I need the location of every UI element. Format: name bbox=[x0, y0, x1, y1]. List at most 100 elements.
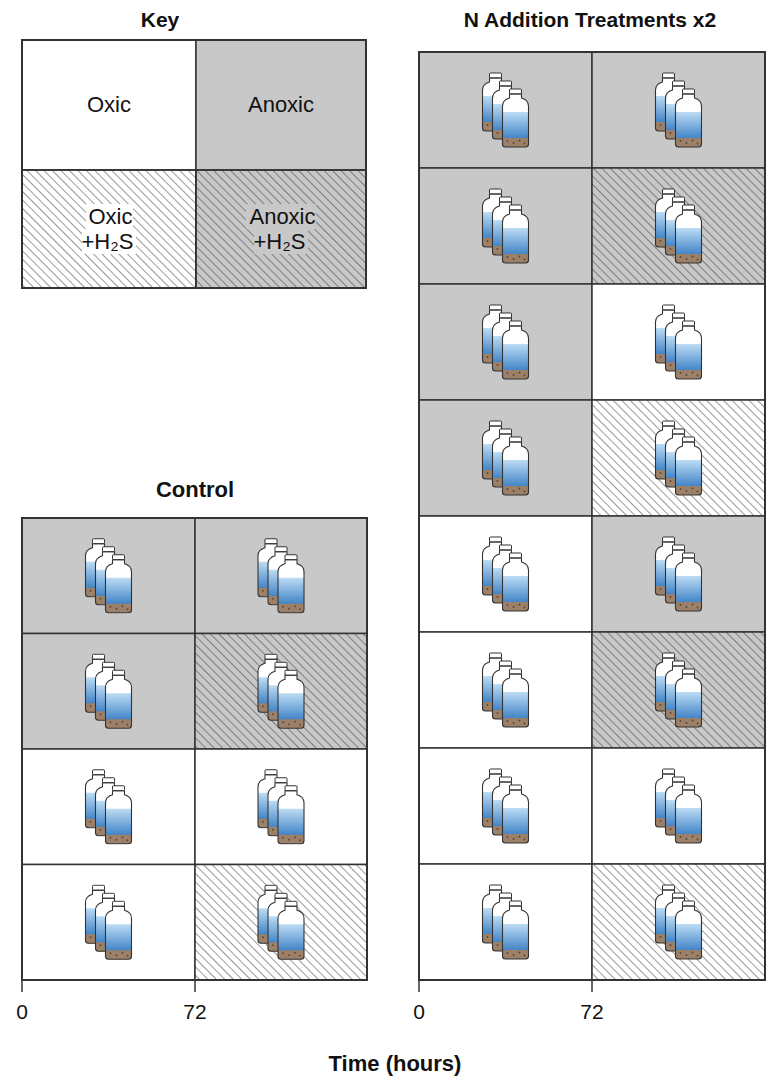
bottle-icon bbox=[503, 553, 529, 611]
bottle-icon bbox=[676, 437, 702, 495]
condition-cell bbox=[22, 634, 195, 750]
bottle-icon bbox=[503, 205, 529, 263]
cell-border bbox=[22, 634, 195, 750]
condition-cell bbox=[195, 865, 367, 981]
condition-cell bbox=[419, 52, 592, 168]
legend-label: Anoxic +H₂S bbox=[233, 204, 329, 255]
condition-cell bbox=[419, 400, 592, 516]
axis-tick bbox=[418, 980, 420, 992]
cell-border bbox=[419, 516, 592, 632]
bottle-icon bbox=[106, 555, 132, 613]
cell-border bbox=[195, 749, 367, 865]
legend-swatch bbox=[22, 170, 196, 288]
cell-border bbox=[592, 632, 765, 748]
condition-cell bbox=[419, 516, 592, 632]
condition-cell bbox=[419, 284, 592, 400]
bottle-icon bbox=[676, 89, 702, 147]
condition-cell bbox=[195, 518, 367, 634]
cell-border bbox=[419, 168, 592, 284]
condition-cell bbox=[592, 748, 765, 864]
axis-tick-label: 0 bbox=[413, 1000, 425, 1024]
cell-border bbox=[195, 865, 367, 981]
bottle-icon bbox=[676, 669, 702, 727]
axis-title: Time (hours) bbox=[329, 1051, 462, 1076]
panel-heading: Control bbox=[156, 477, 234, 502]
condition-cell bbox=[592, 52, 765, 168]
bottle-icon bbox=[106, 901, 132, 959]
hatch-fill bbox=[195, 865, 367, 981]
condition-cell bbox=[419, 864, 592, 980]
condition-cell bbox=[22, 518, 195, 634]
cell-border bbox=[592, 516, 765, 632]
cell-border bbox=[419, 632, 592, 748]
legend-swatch bbox=[196, 170, 366, 288]
bottle-icon bbox=[676, 553, 702, 611]
legend-label: Anoxic bbox=[233, 92, 329, 117]
cell-border bbox=[419, 52, 592, 168]
condition-cell bbox=[22, 865, 195, 981]
cell-border bbox=[22, 749, 195, 865]
legend-swatch bbox=[196, 40, 366, 170]
axis-tick bbox=[21, 980, 23, 992]
cell-border bbox=[592, 748, 765, 864]
hatch-fill bbox=[195, 634, 367, 750]
cell-border bbox=[195, 634, 367, 750]
legend-text: Anoxic bbox=[245, 92, 317, 117]
bottle-icon bbox=[278, 901, 304, 959]
hatch-fill bbox=[592, 168, 765, 284]
hatch-fill bbox=[22, 170, 196, 288]
grid-border bbox=[419, 52, 765, 980]
hatch-fill bbox=[592, 400, 765, 516]
cell-border bbox=[592, 400, 765, 516]
axis-tick bbox=[591, 980, 593, 992]
bottle-icon bbox=[676, 901, 702, 959]
bottle-icon bbox=[676, 321, 702, 379]
condition-cell bbox=[195, 749, 367, 865]
key-box bbox=[22, 40, 366, 288]
axis-tick-label: 0 bbox=[16, 1000, 28, 1024]
condition-cell bbox=[592, 400, 765, 516]
cell-border bbox=[419, 284, 592, 400]
axis-tick-label: 72 bbox=[580, 1000, 603, 1024]
cell-border bbox=[592, 284, 765, 400]
bottle-icon bbox=[106, 670, 132, 728]
bottle-icon bbox=[278, 670, 304, 728]
legend-text: Oxic bbox=[84, 92, 134, 117]
cell-border bbox=[592, 52, 765, 168]
legend-label: Oxic +H₂S bbox=[61, 204, 157, 255]
cell-border bbox=[419, 748, 592, 864]
bottle-icon bbox=[503, 901, 529, 959]
treatment-grid bbox=[419, 52, 765, 992]
legend-label: Oxic bbox=[61, 92, 157, 117]
legend-swatch bbox=[22, 40, 196, 170]
bottle-icon bbox=[676, 205, 702, 263]
axis-tick-label: 72 bbox=[183, 1000, 206, 1024]
bottle-icon bbox=[676, 785, 702, 843]
bottle-icon bbox=[278, 555, 304, 613]
condition-cell bbox=[592, 632, 765, 748]
legend-text: Anoxic +H₂S bbox=[246, 204, 315, 254]
control-grid bbox=[22, 518, 367, 992]
condition-cell bbox=[22, 749, 195, 865]
cell-border bbox=[592, 864, 765, 980]
cell-border bbox=[419, 400, 592, 516]
condition-cell bbox=[592, 284, 765, 400]
bottle-icon bbox=[503, 437, 529, 495]
condition-cell bbox=[419, 168, 592, 284]
legend-text: Oxic +H₂S bbox=[82, 204, 137, 254]
bottle-icon bbox=[278, 786, 304, 844]
grid-border bbox=[22, 518, 367, 980]
cell-border bbox=[592, 168, 765, 284]
cell-border bbox=[22, 518, 195, 634]
bottle-icon bbox=[503, 89, 529, 147]
condition-cell bbox=[419, 632, 592, 748]
bottle-icon bbox=[106, 786, 132, 844]
cell-border bbox=[419, 864, 592, 980]
condition-cell bbox=[195, 634, 367, 750]
legend-heading: Key bbox=[141, 8, 180, 32]
panel-heading: N Addition Treatments x2 bbox=[464, 8, 716, 32]
cell-border bbox=[22, 865, 195, 981]
bottle-icon bbox=[503, 785, 529, 843]
axis-tick bbox=[194, 980, 196, 992]
